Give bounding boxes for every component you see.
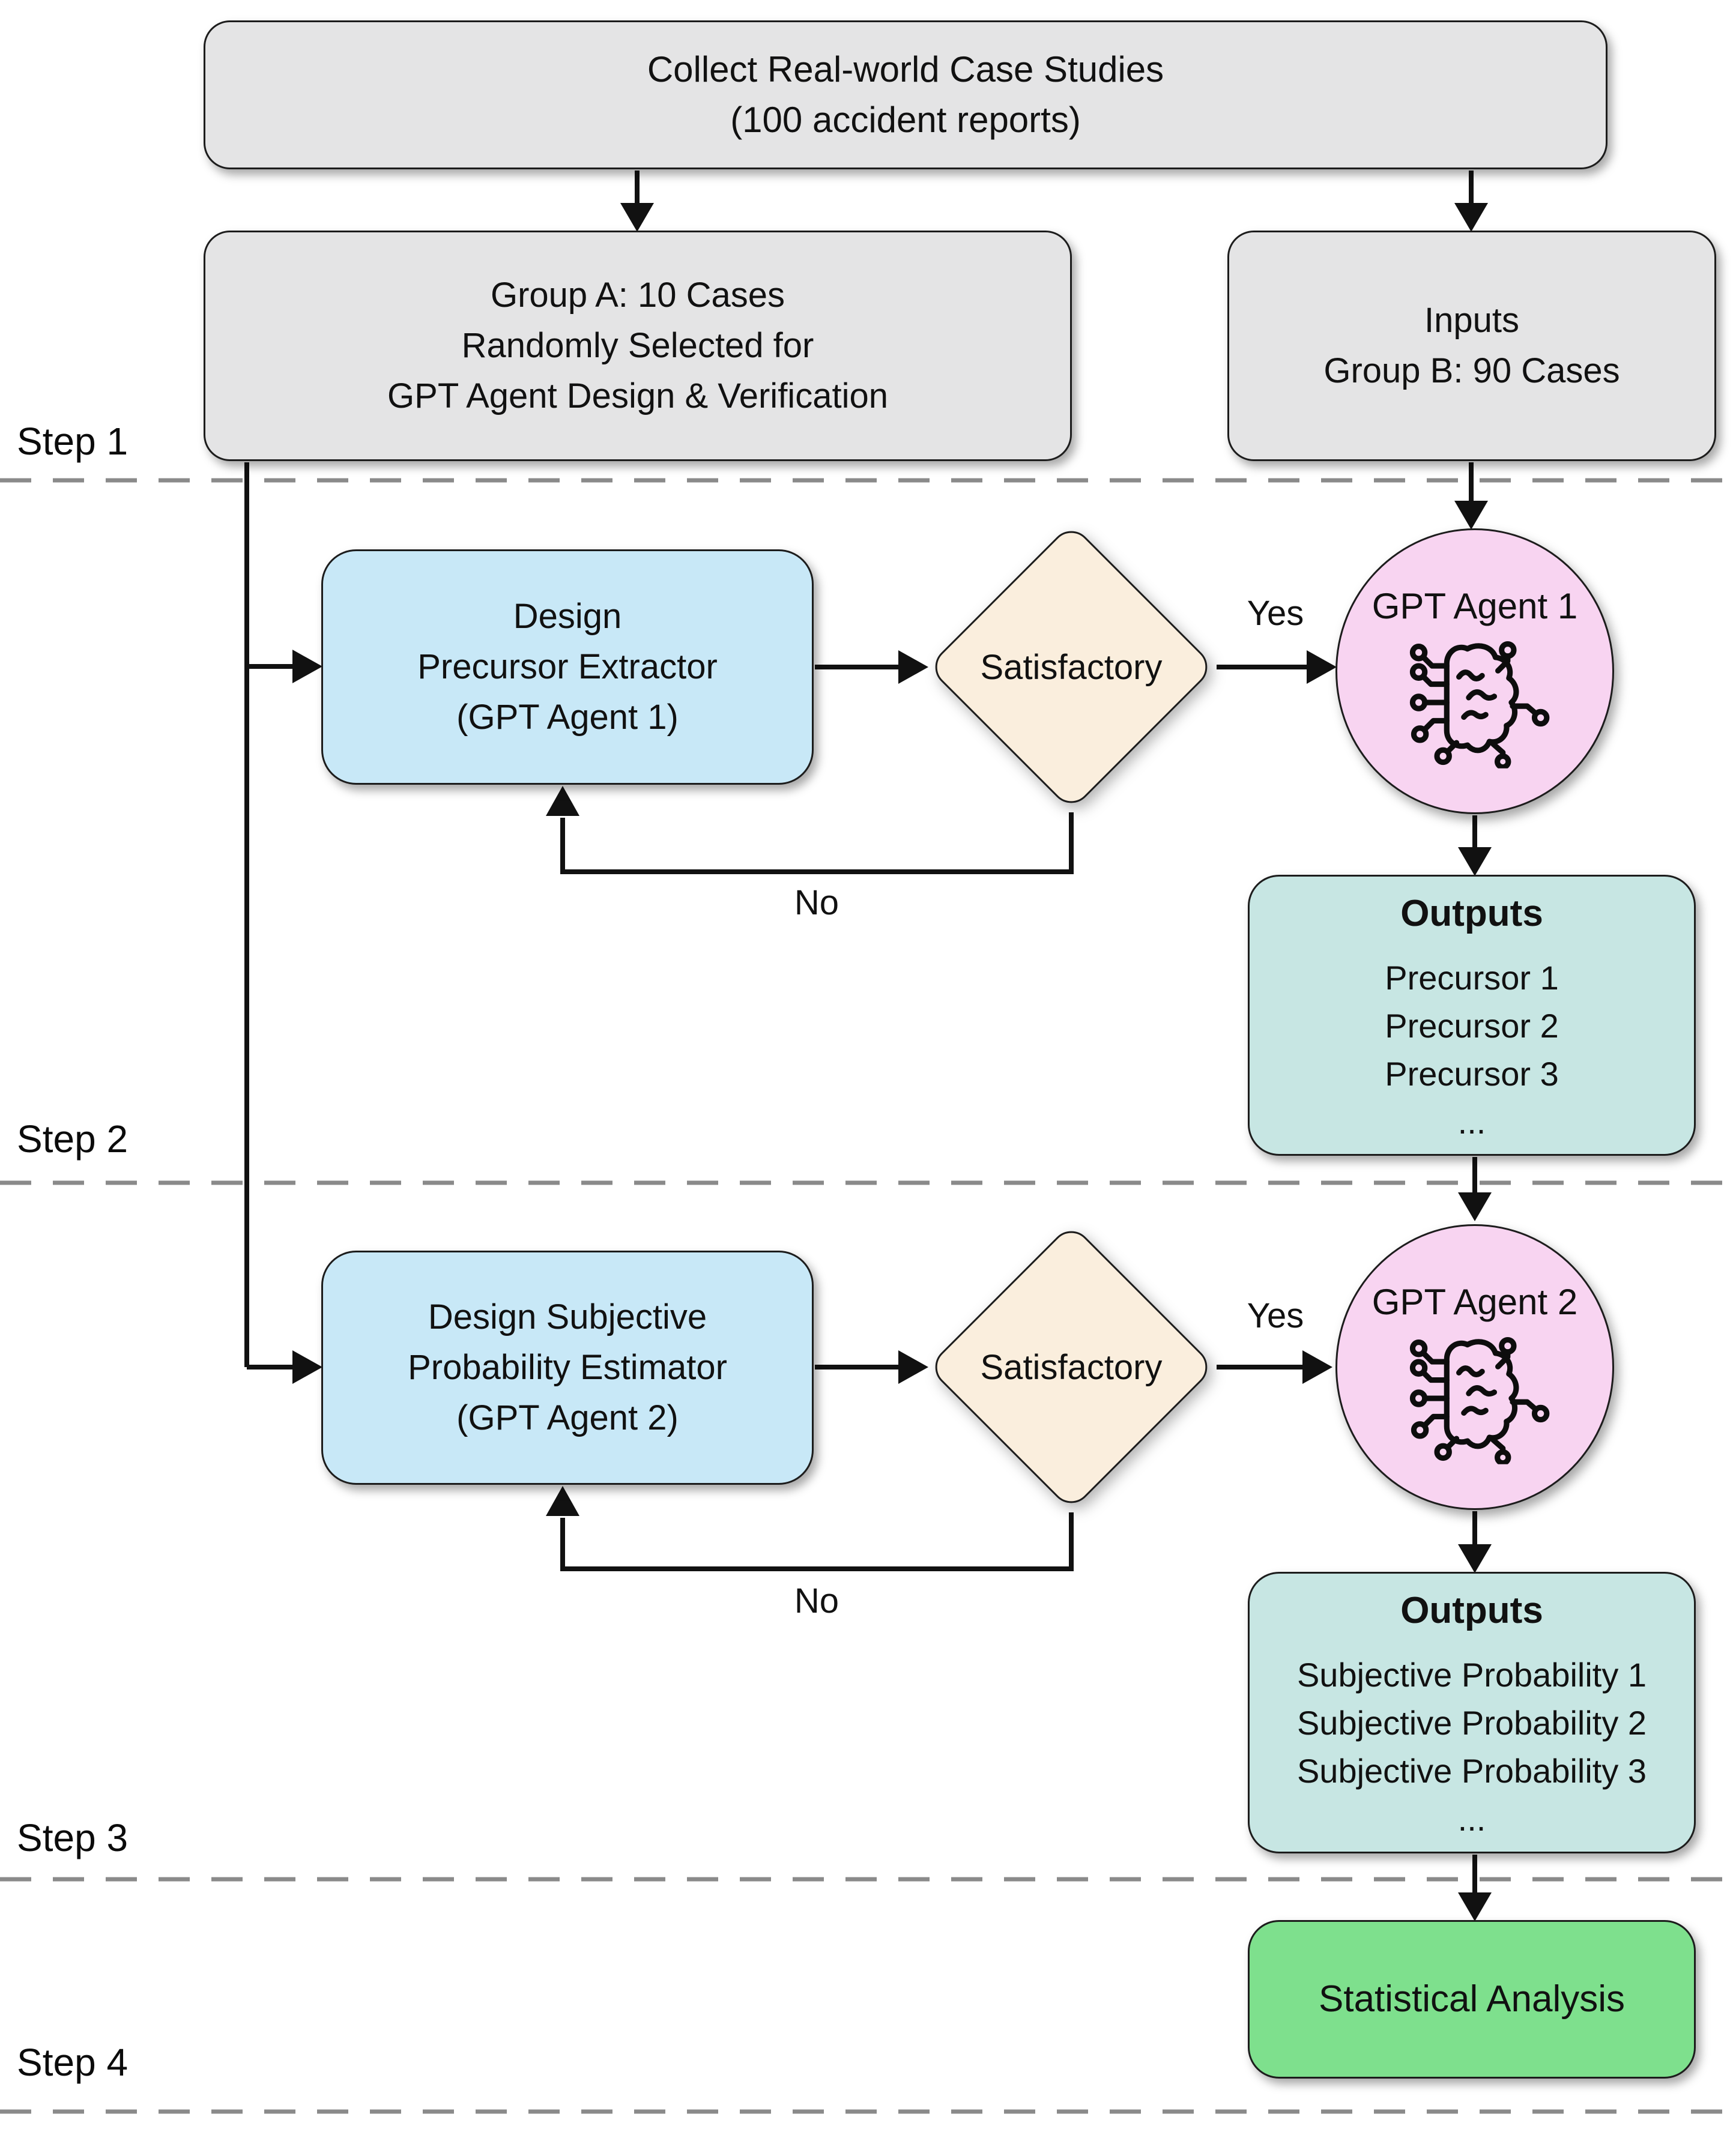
arrowhead-inputs-to-agent1 [1454,501,1488,530]
arrowhead-agent2-to-outputs2 [1458,1544,1492,1573]
loop-decision1-no-to-design1 [560,812,1074,874]
design1-line-3: (GPT Agent 1) [456,698,679,737]
no-label-2: No [794,1581,839,1620]
inputs-line-2: Group B: 90 Cases [1323,351,1620,390]
design-probability-estimator-node: Design Subjective Probability Estimator … [321,1251,814,1485]
step-1-label: Step 1 [17,420,129,463]
arrowhead-loop-no2 [546,1486,579,1516]
outputs1-title: Outputs [1400,893,1543,934]
yes-label-2: Yes [1247,1296,1304,1335]
arrowhead-decision1-yes-to-agent1 [1307,650,1337,684]
design1-line-2: Precursor Extractor [417,647,718,686]
step-3-label: Step 3 [17,1816,129,1859]
decision-diamond-shape-1: Satisfactory [927,522,1216,812]
outputs2-item: Subjective Probability 2 [1296,1703,1647,1742]
decision-satisfactory-2: Satisfactory [927,1222,1216,1512]
statistical-label: Statistical Analysis [1319,1978,1625,2020]
collect-line-1: Collect Real-world Case Studies [647,49,1164,89]
decision1-label: Satisfactory [980,647,1163,687]
agent1-label: GPT Agent 1 [1372,586,1578,626]
collect-line-2: (100 accident reports) [730,100,1081,140]
outputs1-item: ... [1457,1102,1486,1141]
gpt-agent-1-node: GPT Agent 1 [1335,528,1614,814]
statistical-analysis-node: Statistical Analysis [1248,1920,1696,2079]
outputs2-item: Subjective Probability 3 [1296,1751,1647,1790]
group-a-line-2: Randomly Selected for [461,325,814,365]
arrowhead-rail-to-design2 [292,1350,322,1384]
outputs1-item: Precursor 2 [1385,1006,1559,1045]
design2-line-1: Design Subjective [428,1297,707,1336]
outputs-precursors-node: Outputs Precursor 1 Precursor 2 Precurso… [1248,875,1696,1156]
arrowhead-decision2-yes-to-agent2 [1302,1350,1332,1384]
arrowhead-loop-no1 [546,786,579,816]
arrowhead-collect-to-group-a [620,203,654,232]
arrowhead-agent1-to-outputs1 [1458,847,1492,876]
outputs1-item: Precursor 1 [1385,958,1559,997]
arrowhead-collect-to-inputs [1454,203,1488,232]
arrowhead-outputs1-to-agent2 [1458,1192,1492,1221]
outputs2-item: Subjective Probability 1 [1296,1655,1647,1694]
group-a-line-3: GPT Agent Design & Verification [387,376,888,416]
design1-line-1: Design [513,596,622,636]
brain-circuit-icon [1396,634,1554,769]
collect-case-studies-node: Collect Real-world Case Studies (100 acc… [204,20,1607,169]
group-a-line-1: Group A: 10 Cases [490,275,785,315]
step-2-label: Step 2 [17,1117,129,1161]
arrowhead-outputs2-to-statistical [1458,1892,1492,1921]
group-a-node: Group A: 10 Cases Randomly Selected for … [204,231,1072,461]
inputs-group-b-node: Inputs Group B: 90 Cases [1227,231,1716,461]
brain-circuit-icon [1396,1330,1554,1464]
outputs-probabilities-node: Outputs Subjective Probability 1 Subject… [1248,1572,1696,1853]
design-precursor-extractor-node: Design Precursor Extractor (GPT Agent 1) [321,549,814,785]
design2-line-3: (GPT Agent 2) [456,1398,679,1438]
decision-diamond-shape-2: Satisfactory [927,1222,1216,1512]
decision2-label: Satisfactory [980,1347,1163,1387]
loop-decision2-no-to-design2 [560,1512,1074,1571]
step-4-label: Step 4 [17,2041,129,2084]
decision-satisfactory-1: Satisfactory [927,522,1216,812]
outputs2-title: Outputs [1400,1590,1543,1631]
inputs-line-1: Inputs [1424,300,1519,340]
outputs2-item: ... [1457,1799,1486,1838]
design2-line-2: Probability Estimator [408,1347,727,1387]
gpt-agent-2-node: GPT Agent 2 [1335,1224,1614,1510]
agent2-label: GPT Agent 2 [1372,1282,1578,1322]
yes-label-1: Yes [1247,594,1304,633]
no-label-1: No [794,883,839,922]
arrowhead-rail-to-design1 [292,650,322,683]
arrowhead-design1-to-decision1 [898,650,928,684]
arrowhead-design2-to-decision2 [898,1350,928,1384]
outputs1-item: Precursor 3 [1385,1054,1559,1093]
